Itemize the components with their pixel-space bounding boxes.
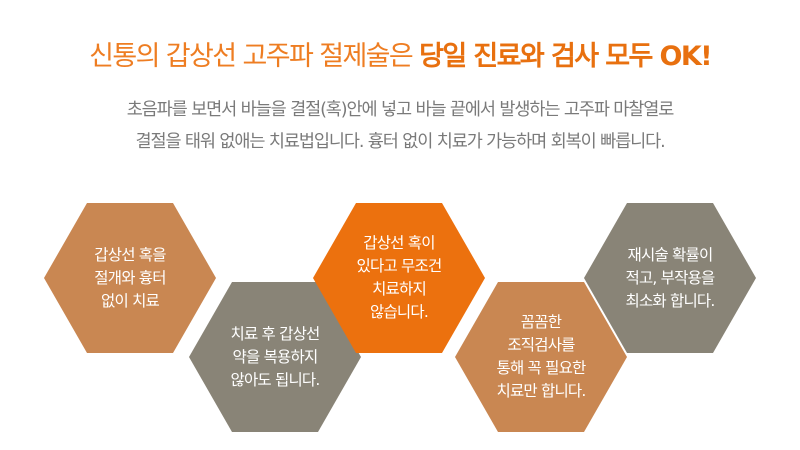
description-line-2: 결절을 태워 없애는 치료법입니다. 흉터 없이 치료가 가능하며 회복이 빠릅…: [135, 132, 665, 152]
hex-5-line-2: 적고, 부작용을: [625, 268, 715, 287]
hex-2-line-3: 않아도 됩니다.: [230, 370, 320, 389]
hex-2-line-1: 치료 후 갑상선: [230, 324, 320, 343]
hex-4-line-2: 조직검사를: [507, 336, 575, 354]
description-line-1: 초음파를 보면서 바늘을 결절(혹)안에 넣고 바늘 끝에서 발생하는 고주파 …: [126, 100, 675, 120]
hex-5-line-1: 재시술 확률이: [627, 245, 714, 264]
hex-3-line-4: 않습니다.: [370, 303, 429, 321]
hex-3-line-1: 갑상선 혹이: [363, 234, 435, 252]
hex-5-line-3: 최소화 합니다.: [625, 291, 715, 310]
description: 초음파를 보면서 바늘을 결절(혹)안에 넣고 바늘 끝에서 발생하는 고주파 …: [0, 94, 800, 158]
hexagon-feature-1: 갑상선 혹을 절개와 흉터 없이 치료: [44, 203, 216, 353]
hex-1-line-1: 갑상선 혹을: [94, 245, 166, 264]
hex-1-line-3: 없이 치료: [101, 291, 160, 310]
hex-3-line-3: 치료하지: [372, 280, 427, 298]
page-headline: 신통의 갑상선 고주파 절제술은 당일 진료와 검사 모두 OK!: [0, 34, 800, 73]
hexagon-feature-5: 재시술 확률이 적고, 부작용을 최소화 합니다.: [584, 203, 756, 353]
hex-3-line-2: 있다고 무조건: [356, 257, 443, 275]
hex-2-line-2: 약을 복용하지: [232, 347, 319, 366]
hex-4-line-1: 꼼꼼한: [520, 313, 562, 331]
hexagon-feature-4: 꼼꼼한 조직검사를 통해 꼭 필요한 치료만 합니다.: [455, 282, 627, 432]
headline-emphasis: 당일 진료와 검사 모두 OK!: [419, 41, 712, 72]
hex-4-line-3: 통해 꼭 필요한: [496, 359, 586, 377]
hex-1-line-2: 절개와 흉터: [94, 268, 166, 287]
hex-4-line-4: 치료만 합니다.: [496, 382, 586, 400]
headline-prefix: 신통의 갑상선 고주파 절제술은: [89, 41, 420, 72]
